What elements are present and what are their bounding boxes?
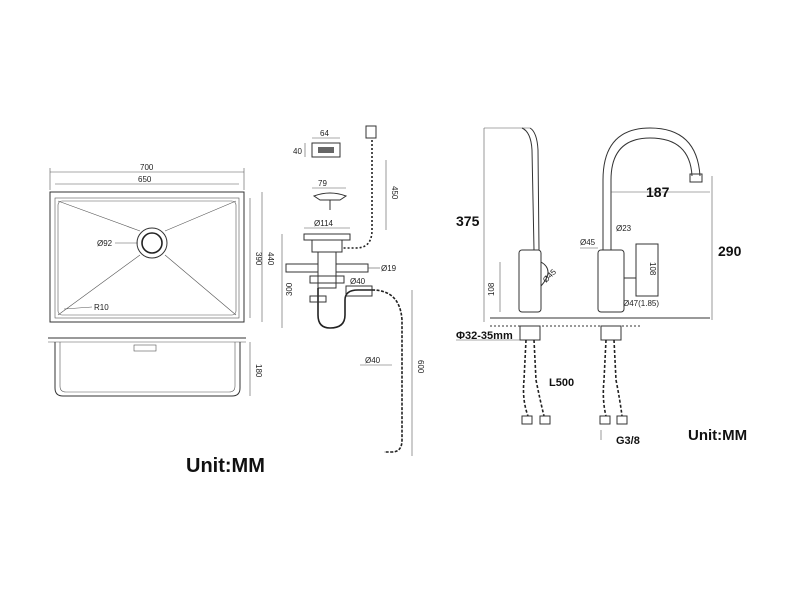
faucet-reach-label: 187 bbox=[646, 184, 670, 200]
inner-width-label: 650 bbox=[138, 175, 152, 184]
trap-height-label: 300 bbox=[285, 282, 294, 296]
slope-line bbox=[164, 200, 237, 232]
sink-height-label: 180 bbox=[254, 364, 263, 378]
base-diameter-label: Ø47(1.85) bbox=[623, 299, 659, 308]
overflow-connector bbox=[365, 125, 377, 139]
faucet-height-label: 375 bbox=[456, 213, 480, 229]
drain-diameter-label: Ø92 bbox=[97, 239, 113, 248]
handle-height-label: 108 bbox=[648, 262, 657, 276]
faucet-handle bbox=[540, 261, 549, 287]
front-braided-hose-left bbox=[602, 339, 607, 417]
radius-leader bbox=[63, 306, 93, 310]
sink-side-view: 180 bbox=[48, 337, 263, 397]
inner-depth-label: 390 bbox=[254, 252, 263, 266]
trap-outlet bbox=[345, 285, 373, 297]
hole-size-label: Φ32-35mm bbox=[456, 330, 513, 342]
side-inlet-left bbox=[285, 263, 319, 273]
overflow-width-label: 64 bbox=[320, 129, 329, 138]
slope-line bbox=[57, 200, 141, 232]
overflow-pipe-label: Ø19 bbox=[381, 264, 397, 273]
sink-unit-label: Unit:MM bbox=[186, 455, 265, 477]
sink-bowl-edge bbox=[54, 197, 240, 319]
sink-side-bowl bbox=[54, 342, 241, 397]
overflow-cover-slot bbox=[318, 147, 334, 153]
slope-line bbox=[57, 254, 141, 316]
overflow-height-label: 40 bbox=[293, 147, 302, 156]
hose-length-label: L500 bbox=[549, 377, 574, 389]
basket-diameter-label: Ø114 bbox=[314, 219, 334, 228]
body-diameter-label-side: Ø45 bbox=[541, 267, 558, 284]
thread-label: G3/8 bbox=[616, 435, 640, 447]
hose-nut-left bbox=[521, 415, 533, 425]
mounting-shank bbox=[519, 325, 541, 341]
slope-line bbox=[164, 254, 237, 316]
hose-nut-right bbox=[539, 415, 551, 425]
faucet-front-view: 187 Ø23 Ø45 108 Ø47(1.85) 290 G3/8 bbox=[570, 127, 742, 447]
braided-hose-left bbox=[522, 339, 529, 417]
side-inlet-right bbox=[335, 263, 369, 273]
basket-flange bbox=[303, 233, 351, 241]
spout-height-label: 290 bbox=[718, 243, 742, 259]
sink-drain-inner bbox=[141, 232, 163, 254]
overflow-slot bbox=[133, 344, 157, 352]
p-trap bbox=[317, 288, 372, 329]
body-diameter-label-front: Ø45 bbox=[580, 238, 596, 247]
faucet-spout-tube-outline bbox=[529, 127, 540, 251]
faucet-body bbox=[518, 249, 542, 313]
faucet-side-view: 375 Ø45 108 Φ32-35mm L500 bbox=[456, 127, 574, 425]
sink-top-view: Ø92 R10 700 650 390 440 bbox=[49, 163, 275, 323]
outlet-nut bbox=[309, 275, 345, 284]
trap-nut bbox=[309, 295, 327, 303]
faucet-gooseneck-outer bbox=[602, 127, 701, 250]
front-hose-nut-right bbox=[616, 415, 628, 425]
sink-side-bowl-inner bbox=[59, 342, 236, 393]
braided-hose-right bbox=[533, 339, 545, 417]
faucet-aerator bbox=[689, 173, 703, 183]
faucet-gooseneck-inner bbox=[610, 137, 693, 250]
drain-hose-length-label: 600 bbox=[416, 360, 425, 374]
outer-width-label: 700 bbox=[140, 163, 154, 172]
drain-hose-diameter-label: Ø40 bbox=[365, 356, 381, 365]
corner-radius-label: R10 bbox=[94, 303, 109, 312]
faucet-unit-label: Unit:MM bbox=[688, 427, 747, 444]
faucet-front-handle bbox=[635, 243, 659, 297]
front-hose-nut-left bbox=[599, 415, 611, 425]
drain-assembly: 64 40 79 Ø114 450 Ø19 Ø40 Ø40 bbox=[281, 125, 425, 456]
spout-diameter-label: Ø23 bbox=[616, 224, 632, 233]
faucet-front-body bbox=[597, 249, 625, 313]
body-height-label-side: 108 bbox=[487, 282, 496, 296]
outer-depth-label: 440 bbox=[266, 252, 275, 266]
sink-bowl-inner bbox=[57, 200, 237, 316]
front-mounting-shank bbox=[600, 325, 622, 341]
strainer-width-label: 79 bbox=[318, 179, 327, 188]
basket-body bbox=[311, 239, 343, 253]
sink-outer-rim bbox=[49, 191, 245, 323]
strainer-cap bbox=[312, 192, 348, 201]
hose-length-label: 450 bbox=[390, 186, 399, 200]
outlet-diameter-label: Ø40 bbox=[350, 277, 366, 286]
faucet-spout-tube bbox=[521, 127, 535, 251]
overflow-hose bbox=[342, 140, 373, 249]
overflow-cover bbox=[311, 142, 341, 158]
front-braided-hose-right bbox=[613, 339, 623, 417]
corrugated-drain-hose bbox=[371, 289, 403, 453]
